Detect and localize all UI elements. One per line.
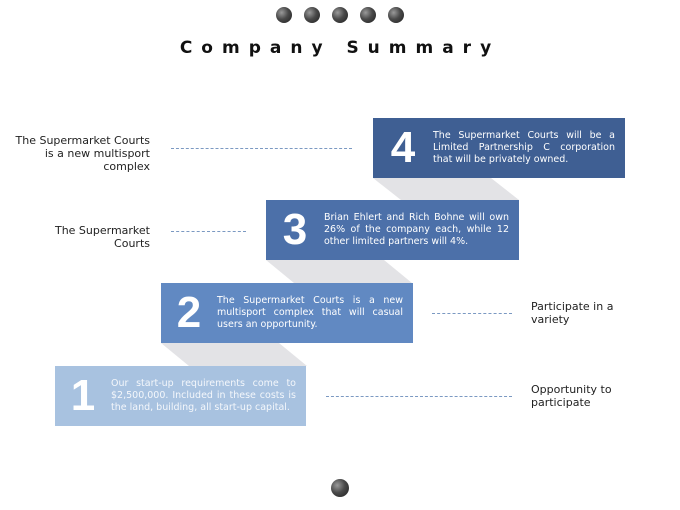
step-1-number: 1 bbox=[70, 371, 96, 420]
connector-right-middle bbox=[432, 313, 512, 314]
step-3-number: 3 bbox=[282, 205, 308, 254]
top-dot-row bbox=[276, 7, 404, 23]
step-2-number: 2 bbox=[176, 288, 202, 337]
shadow-step-2 bbox=[161, 343, 307, 366]
step-1-box: 1 Our start-up requirements come to $2,5… bbox=[55, 366, 306, 426]
step-3-box: 3 Brian Ehlert and Rich Bohne will own 2… bbox=[266, 200, 519, 260]
step-4-box: 4 The Supermarket Courts will be a Limit… bbox=[373, 118, 625, 178]
dot-icon bbox=[276, 7, 292, 23]
label-left-middle: The Supermarket Courts bbox=[54, 224, 150, 250]
step-4-text: The Supermarket Courts will be a Limited… bbox=[433, 130, 615, 165]
bottom-dot-icon bbox=[331, 479, 349, 497]
step-2-box: 2 The Supermarket Courts is a new multis… bbox=[161, 283, 413, 343]
label-right-bottom: Opportunity to participate bbox=[531, 383, 612, 409]
shadow-step-4 bbox=[373, 178, 519, 200]
dot-icon bbox=[360, 7, 376, 23]
connector-left-top bbox=[171, 148, 352, 149]
label-left-top: The Supermarket Courts is a new multispo… bbox=[15, 134, 150, 173]
page-title: Company Summary bbox=[179, 38, 501, 58]
connector-right-bottom bbox=[326, 396, 512, 397]
step-4-number: 4 bbox=[390, 123, 416, 172]
step-2-text: The Supermarket Courts is a new multispo… bbox=[217, 295, 403, 330]
step-3-text: Brian Ehlert and Rich Bohne will own 26%… bbox=[324, 212, 509, 247]
connector-left-middle bbox=[171, 231, 246, 232]
dot-icon bbox=[388, 7, 404, 23]
label-right-middle: Participate in a variety bbox=[531, 300, 614, 326]
step-1-text: Our start-up requirements come to $2,500… bbox=[111, 378, 296, 413]
dot-icon bbox=[332, 7, 348, 23]
dot-icon bbox=[304, 7, 320, 23]
shadow-step-3 bbox=[266, 260, 412, 283]
